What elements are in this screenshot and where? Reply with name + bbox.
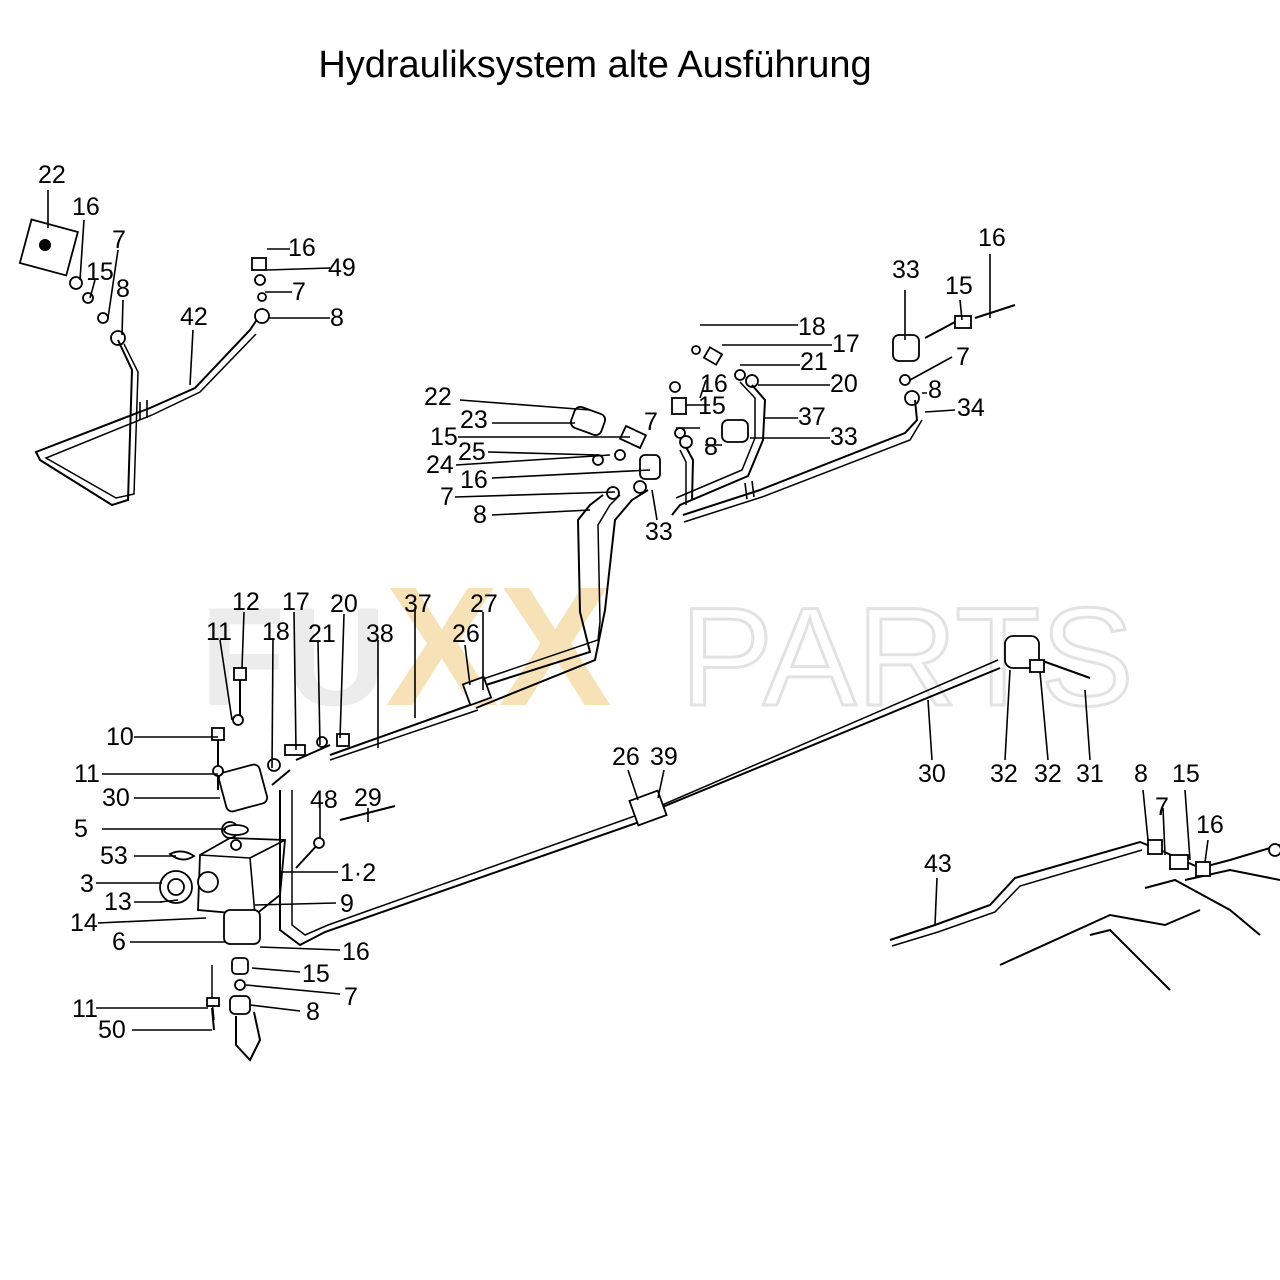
fitting-8 <box>110 330 126 346</box>
diagram-title: Hydrauliksystem alte Ausführung <box>318 44 872 86</box>
part-label-21: 23 <box>460 406 488 434</box>
part-label-14: 16 <box>700 370 728 398</box>
part-label-71: 15 <box>1172 760 1200 788</box>
leader-lines <box>47 190 1209 1031</box>
part-label-7: 49 <box>328 254 356 282</box>
part-label-72: 7 <box>1155 793 1169 821</box>
part-label-10: 18 <box>798 313 826 341</box>
part-label-2: 7 <box>112 226 126 254</box>
part-label-17: 8 <box>704 433 718 461</box>
part-label-58: 16 <box>342 938 370 966</box>
part-label-74: 43 <box>924 850 952 878</box>
part-label-56: 14 <box>70 909 98 937</box>
pipe-42-assembly <box>18 218 270 507</box>
part-label-62: 8 <box>306 998 320 1026</box>
part-label-27: 8 <box>473 501 487 529</box>
part-label-26: 7 <box>440 483 454 511</box>
part-label-36: 17 <box>282 588 310 616</box>
part-label-18: 37 <box>798 403 826 431</box>
part-label-37: 20 <box>330 590 358 618</box>
watermark-parts: PARTS <box>680 578 1134 735</box>
part-label-12: 21 <box>800 348 828 376</box>
fitting-7b <box>257 292 267 302</box>
part-label-42: 21 <box>308 620 336 648</box>
part-label-16: 7 <box>644 408 658 436</box>
fitting-16 <box>69 276 83 290</box>
part-label-51: 53 <box>100 842 128 870</box>
part-label-59: 15 <box>302 960 330 988</box>
part-label-6: 16 <box>288 234 316 262</box>
fitting-16b <box>251 257 267 271</box>
valve-port <box>39 239 51 251</box>
part-label-54: 13 <box>104 888 132 916</box>
part-label-19: 33 <box>830 423 858 451</box>
fitting-8b <box>254 308 270 324</box>
part-label-8: 7 <box>292 278 306 306</box>
part-label-3: 15 <box>86 258 114 286</box>
part-label-55: 9 <box>340 890 354 918</box>
part-label-46: 11 <box>74 760 100 788</box>
part-label-69: 31 <box>1076 760 1104 788</box>
part-label-35: 12 <box>232 588 260 616</box>
part-label-53: 3 <box>80 870 94 898</box>
part-label-45: 10 <box>106 723 134 751</box>
part-label-30: 15 <box>945 272 973 300</box>
fitting-49 <box>254 274 266 286</box>
part-label-25: 16 <box>460 466 488 494</box>
pump-assembly <box>159 635 1091 1062</box>
part-label-32: 7 <box>956 343 970 371</box>
part-label-61: 11 <box>72 995 98 1023</box>
part-label-0: 22 <box>38 161 66 189</box>
watermark: FU XX PARTS <box>200 552 1135 742</box>
part-label-39: 27 <box>470 590 498 618</box>
part-label-4: 8 <box>116 275 130 303</box>
part-label-50: 29 <box>354 784 382 812</box>
valve-group-center <box>469 304 1016 709</box>
part-label-23: 25 <box>458 438 486 466</box>
part-label-66: 30 <box>918 760 946 788</box>
part-label-31: 16 <box>978 224 1006 252</box>
part-label-38: 37 <box>404 590 432 618</box>
part-label-22: 15 <box>430 423 458 451</box>
part-label-33: 8 <box>928 376 942 404</box>
part-label-9: 8 <box>330 304 344 332</box>
part-label-13: 20 <box>830 370 858 398</box>
part-label-43: 38 <box>366 620 394 648</box>
part-label-68: 32 <box>1034 760 1062 788</box>
part-label-20: 22 <box>424 383 452 411</box>
part-label-65: 39 <box>650 743 678 771</box>
part-label-60: 7 <box>344 983 358 1011</box>
part-label-57: 6 <box>112 928 126 956</box>
part-label-1: 16 <box>72 193 100 221</box>
part-label-44: 26 <box>452 620 480 648</box>
part-label-15: 15 <box>698 392 726 420</box>
frame-43-area <box>889 839 1280 991</box>
part-label-63: 50 <box>98 1016 126 1044</box>
part-label-40: 11 <box>206 618 232 646</box>
part-label-48: 5 <box>74 815 88 843</box>
part-label-5: 42 <box>180 303 208 331</box>
part-label-67: 32 <box>990 760 1018 788</box>
part-label-52: 1·2 <box>340 859 376 887</box>
watermark-xx: XX <box>385 552 612 742</box>
part-label-41: 18 <box>262 618 290 646</box>
part-label-70: 8 <box>1134 760 1148 788</box>
part-label-47: 30 <box>102 784 130 812</box>
part-label-11: 17 <box>832 330 860 358</box>
part-label-73: 16 <box>1196 811 1224 839</box>
part-label-34: 34 <box>957 394 985 422</box>
part-label-29: 33 <box>892 256 920 284</box>
part-label-49: 48 <box>310 786 338 814</box>
part-label-24: 24 <box>426 451 454 479</box>
fitting-7 <box>97 312 109 324</box>
part-label-28: 33 <box>645 518 673 546</box>
part-label-64: 26 <box>612 743 640 771</box>
